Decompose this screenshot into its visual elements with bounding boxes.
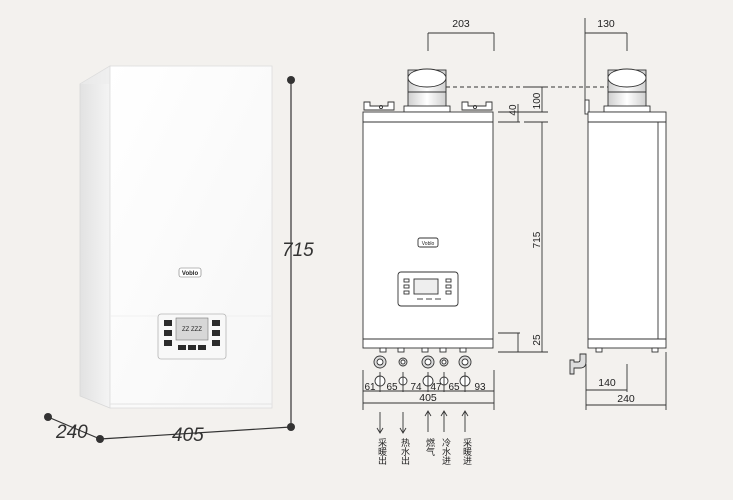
front-elevation: Voblo — [362, 32, 548, 434]
depth-dimension-label: 240 — [55, 422, 88, 443]
pipe-flow-arrows — [376, 410, 469, 434]
pipe-labels: 采暖出 热水出 燃气 冷水进 采暖进 — [376, 437, 472, 466]
front-bottom-width: 405 — [419, 392, 437, 404]
pipe-label-heating-in: 采暖进 — [461, 438, 472, 465]
pipe-label-cold-water-in: 冷水进 — [440, 437, 451, 465]
front-flue-height: 100 — [532, 92, 543, 109]
lcd-display — [175, 317, 209, 341]
pipe-label-heating-out: 采暖出 — [376, 438, 387, 466]
pipe-label-gas: 燃气 — [424, 437, 435, 456]
height-dimension-dot-top — [287, 76, 295, 84]
height-dimension-label: 715 — [282, 240, 314, 261]
side-body — [587, 111, 667, 349]
brand-logo: Voblo — [182, 271, 199, 277]
pipe-spacing-3: 74 — [410, 382, 422, 393]
depth-dimension-dot — [44, 413, 52, 421]
front-body — [362, 111, 494, 349]
pipe-spacing-4: 47 — [430, 382, 442, 393]
width-dimension-line — [99, 426, 292, 440]
side-dimension-labels: 130 140 240 — [597, 18, 635, 405]
pipe-label-hot-water-out: 热水出 — [399, 437, 410, 466]
brand-logo-badge — [178, 267, 202, 278]
side-elevation — [569, 18, 667, 410]
front-bracket-left — [363, 101, 395, 111]
front-bottom-offset: 25 — [532, 334, 543, 346]
perspective-dimensions: 715 405 240 — [44, 76, 314, 446]
lcd-readout: ZZ ZZZ — [182, 327, 202, 333]
front-control-panel — [397, 271, 459, 307]
front-top-width: 203 — [452, 18, 470, 30]
perspective-view: Voblo ZZ ZZZ — [79, 65, 273, 409]
front-bracket-height: 40 — [508, 104, 519, 116]
pipe-spacing-5: 65 — [448, 382, 460, 393]
pipe-spacing-6: 93 — [474, 382, 486, 393]
front-body-height: 715 — [532, 231, 543, 248]
depth-dimension-line — [47, 416, 101, 440]
side-bent-pipe — [569, 353, 587, 375]
front-dimension-labels: 203 100 40 715 25 405 61 65 74 47 65 93 — [364, 18, 543, 404]
side-pipe-depth: 140 — [598, 377, 616, 389]
side-top-depth: 130 — [597, 18, 615, 30]
side-total-depth: 240 — [617, 393, 635, 405]
pipe-spacing-1: 61 — [364, 382, 376, 393]
width-dimension-label: 405 — [172, 425, 204, 446]
boiler-side-face — [79, 65, 111, 409]
control-panel: ZZ ZZZ — [157, 313, 227, 360]
pipe-spacing-2: 65 — [386, 382, 398, 393]
front-brand-logo: Voblo — [422, 241, 435, 247]
front-bracket-right — [461, 101, 493, 111]
